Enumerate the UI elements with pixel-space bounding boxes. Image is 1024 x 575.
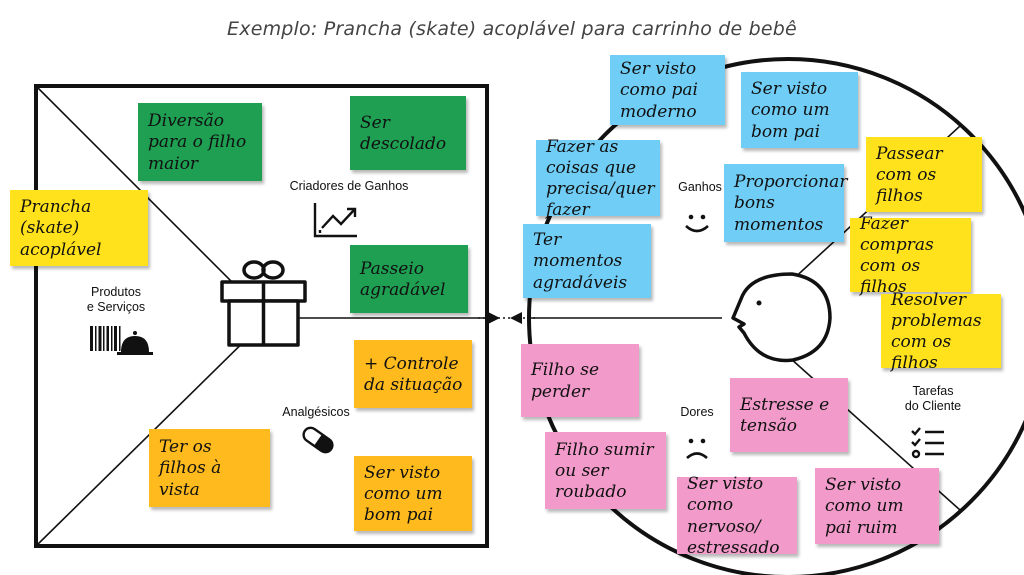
sad-face-icon: [686, 438, 708, 460]
job-note: Passear com os filhos: [866, 137, 982, 212]
pain-reliever-note: + Controle da situação: [354, 340, 472, 408]
barcode-service-bell-icon: [90, 326, 153, 355]
products-label-line2: e Serviços: [86, 300, 146, 314]
gain-creators-label: Criadores de Ganhos: [289, 179, 409, 193]
pain-note: Filho se perder: [521, 344, 639, 417]
products-label-line1: Produtos: [90, 285, 142, 299]
customer-head-icon: [731, 272, 832, 363]
pain-note: Ser visto como um pai ruim: [815, 468, 939, 544]
pains-label: Dores: [680, 405, 714, 419]
product-note: Prancha (skate) acoplável: [10, 190, 148, 266]
checklist-icon: [911, 427, 944, 459]
pain-relievers-label: Analgésicos: [282, 405, 350, 419]
gain-note: Fazer as coisas que precisa/quer fazer: [536, 137, 660, 220]
pain-note: Estresse e tensão: [730, 378, 848, 452]
gain-note: Ter momentos agradáveis: [523, 224, 651, 298]
smiley-face-icon: [685, 214, 709, 233]
fit-arrow-left-head: [510, 312, 522, 324]
pain-reliever-note: Ser visto como um bom pai: [354, 456, 472, 531]
jobs-label-line1: Tarefas: [912, 384, 954, 398]
gain-note: Proporcionar bons momentos: [724, 164, 847, 242]
gain-creator-note: Passeio agradável: [350, 245, 468, 313]
gain-creator-note: Ser descolado: [350, 96, 466, 170]
pain-note: Ser visto como nervoso/ estressado: [677, 474, 797, 558]
page-title: Exemplo: Prancha (skate) acoplável para …: [227, 18, 797, 40]
gain-note: Ser visto como pai moderno: [610, 55, 725, 125]
trend-up-chart-icon: [313, 203, 357, 238]
gains-label: Ganhos: [678, 180, 722, 194]
jobs-label-line2: do Cliente: [904, 399, 962, 413]
value-map-divider-top: [35, 85, 269, 319]
pill-icon: [302, 426, 334, 454]
gain-note: Ser visto como um bom pai: [741, 72, 858, 148]
pain-reliever-note: Ter os filhos à vista: [149, 429, 270, 507]
job-note: Fazer compras com os filhos: [850, 214, 971, 297]
pain-note: Filho sumir ou ser roubado: [545, 432, 666, 509]
value-map-square: [34, 84, 489, 548]
gain-creator-note: Diversão para o filho maior: [138, 103, 262, 181]
job-note: Resolver problemas com os filhos: [881, 290, 1001, 373]
gift-icon: [220, 260, 307, 347]
fit-arrow-right-head: [488, 312, 500, 324]
